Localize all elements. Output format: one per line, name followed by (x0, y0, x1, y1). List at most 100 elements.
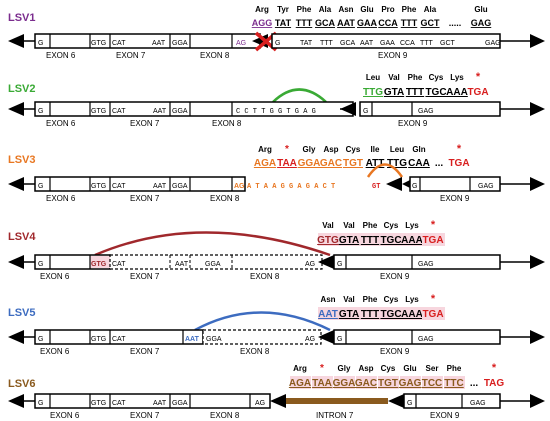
lsv3-codon: TAA (277, 158, 297, 169)
lsv5-codon: TTT (361, 309, 379, 320)
lsv1-panel: LSV1 ArgAGGTyrTATPheTTTAlaGCAAsnAATGluGA… (8, 5, 545, 60)
lsv1-left-arrow (8, 34, 24, 48)
lsv2-exon8-label: EXON 8 (212, 119, 242, 128)
lsv6-ellipsis: ... (470, 378, 479, 389)
lsv6-e6-g: G (38, 400, 43, 407)
lsv4-panel: LSV4 ValGTGValGTAPheTTTCysTGCLysAAA*TGA … (8, 219, 545, 281)
lsv5-label: LSV5 (8, 307, 36, 319)
lsv4-aa: Phe (363, 221, 378, 230)
lsv6-exon6-label: EXON 6 (50, 411, 80, 420)
lsv1-e8-ag: AG (236, 40, 246, 47)
lsv3-e7-cat: CAT (112, 183, 126, 190)
lsv2-e7-cat: CAT (112, 108, 126, 115)
lsv5-codon: GTA (339, 309, 359, 320)
lsv2-exon9-label: EXON 9 (398, 119, 428, 128)
lsv1-aa: Phe (402, 5, 417, 14)
lsv1-aa: Glu (360, 5, 373, 14)
lsv1-e9-seq: AAT (360, 40, 374, 47)
lsv1-right-arrow (530, 34, 545, 48)
lsv4-e9-g: G (337, 261, 342, 268)
lsv4-e8-ag: AG (305, 261, 315, 268)
lsv1-codon: TTT (296, 18, 313, 28)
lsv5-exon9-label: EXON 9 (380, 347, 410, 356)
lsv5-exon7-label: EXON 7 (130, 347, 160, 356)
lsv3-aa: * (285, 144, 289, 155)
lsv5-exon8-label: EXON 8 (240, 347, 270, 356)
lsv4-codon: GTG (317, 235, 339, 246)
lsv1-last-aa: Glu (474, 5, 487, 14)
lsv6-exon8-label: EXON 8 (210, 411, 240, 420)
lsv3-aa: Gln (412, 145, 425, 154)
lsv5-codon: TGC (380, 309, 401, 320)
lsv2-splice-arc (272, 88, 327, 103)
lsv4-aa: Val (322, 221, 334, 230)
lsv3-e9-g: G (412, 183, 417, 190)
lsv1-aa: Tyr (277, 5, 289, 14)
lsv3-e6-g: G (38, 183, 43, 190)
lsv3-exon8-label: EXON 8 (210, 194, 240, 203)
lsv4-codon: TTT (361, 235, 379, 246)
codon-highlight (318, 233, 339, 246)
lsv5-e6-gtg: GTG (91, 336, 106, 343)
lsv5-aa: Lys (405, 295, 419, 304)
lsv4-exon9-label: EXON 9 (380, 272, 410, 281)
codon-highlight (339, 233, 360, 246)
lsv3-ag: AG (234, 183, 245, 190)
lsv3-ellipsis: ... (435, 158, 444, 169)
lsv3-aa: Asp (323, 145, 338, 154)
lsv6-e9-gag: GAG (470, 400, 486, 407)
codon-highlight (422, 307, 445, 320)
lsv1-e9-seq: TTT (420, 40, 434, 47)
codon-highlight (356, 376, 377, 389)
lsv2-codon: TTG (363, 87, 383, 98)
lsv1-aa: Pro (381, 5, 394, 14)
lsv3-codon-group: ArgAGA*TAAGlyGGAAspGACCysTGTIleATTLeuTTG… (254, 143, 470, 169)
lsv6-codon: TGT (378, 378, 398, 389)
lsv2-e6-g: G (38, 108, 43, 115)
lsv4-aa: Cys (384, 221, 399, 230)
lsv1-codon: TTT (401, 18, 418, 28)
lsv2-e6-gtg: GTG (91, 108, 106, 115)
lsv3-codon: GAC (320, 158, 342, 169)
codon-highlight (381, 233, 402, 246)
lsv6-e9-g: G (407, 400, 412, 407)
lsv1-e9-seq: TAT (300, 40, 313, 47)
lsv5-e7-cat: CAT (112, 336, 126, 343)
lsv6-e7-cat: CAT (112, 400, 126, 407)
lsv1-last-codon: GAG (471, 18, 492, 28)
lsv3-codon: TTG (387, 158, 407, 169)
lsv6-codon: GAG (399, 378, 422, 389)
lsv3-insert-seq: A T A A G G A G A C T (247, 183, 335, 191)
lsv6-stop-codon: TAG (484, 378, 505, 389)
codon-highlight (402, 307, 423, 320)
lsv4-e7-aat: AAT (175, 261, 189, 268)
codon-highlight (334, 376, 355, 389)
lsv2-aa: Val (388, 73, 400, 82)
lsv3-codon: AGA (254, 158, 276, 169)
lsv4-skipped-exons (109, 254, 323, 270)
codon-highlight (444, 376, 465, 389)
codon-highlight (312, 376, 333, 389)
lsv2-codon: TGC (425, 87, 446, 98)
lsv1-codon-group: ArgAGGTyrTATPheTTTAlaGCAAsnAATGluGAAProC… (252, 5, 492, 28)
lsv6-star: * (492, 362, 497, 374)
lsv2-panel: LSV2 LeuTTGValGTAPheTTTCysTGCLysAAA*TGA … (8, 71, 545, 128)
codon-highlight (339, 307, 360, 320)
lsv5-aa: Cys (384, 295, 399, 304)
lsv4-aa: Val (343, 221, 355, 230)
lsv5-splice-arc (194, 311, 331, 332)
lsv2-exon7-label: EXON 7 (130, 119, 160, 128)
lsv2-label: LSV2 (8, 83, 36, 95)
codon-highlight (290, 376, 311, 389)
lsv5-stop-codon: TGA (422, 309, 443, 320)
lsv6-intron-label: INTRON 7 (316, 411, 354, 420)
codon-highlight (422, 376, 443, 389)
lsv3-panel: LSV3 ArgAGA*TAAGlyGGAAspGACCysTGTIleATTL… (8, 143, 545, 203)
lsv1-e9-seq: GCA (340, 40, 356, 47)
lsv6-label: LSV6 (8, 378, 36, 390)
lsv6-e8-ag: AG (255, 400, 265, 407)
lsv6-codon: TCC (422, 378, 443, 389)
lsv4-stop-codon: TGA (422, 235, 443, 246)
lsv4-label: LSV4 (8, 231, 36, 243)
